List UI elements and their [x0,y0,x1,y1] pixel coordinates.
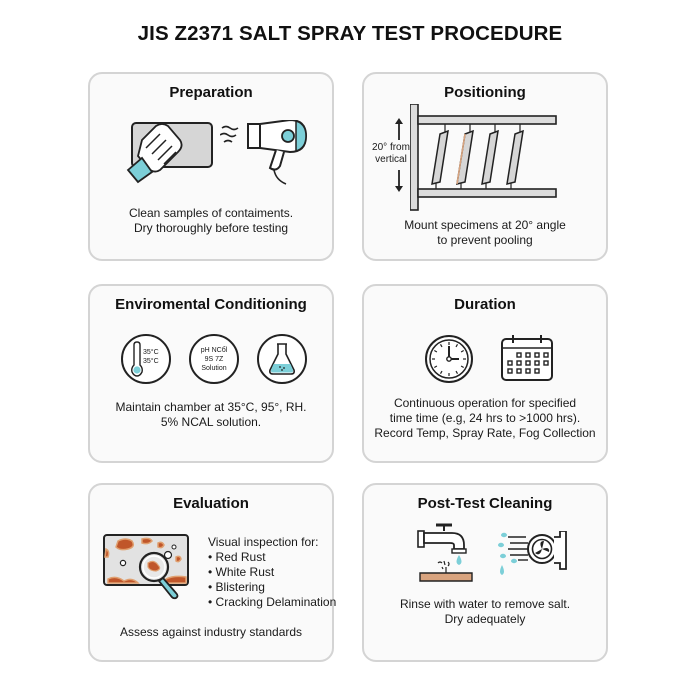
card-heading: Preparation [169,84,253,101]
card-description-line: Dry adequately [444,612,526,626]
angle-label: 20° from vertical [372,142,410,165]
card-positioning: Positioning 20° from vertical Mount spec… [362,72,608,261]
thermo-reading: 35°C [143,358,159,365]
card-description-line: Dry thoroughly before testing [133,221,289,235]
inspection-item: • Red Rust [208,550,266,564]
inspection-item: • Blistering [208,580,265,594]
inspection-item: • Cracking Delamination [208,595,337,609]
card-description-line: time time (e.g, 24 hrs to >1000 hrs). [389,411,581,425]
calendar-icon [501,335,553,381]
card-heading: Post-Test Cleaning [417,495,553,512]
card-description-line: to prevent pooling [437,233,533,247]
rusted-panel-magnifier-icon [103,534,189,600]
card-evaluation: Evaluation Visual inspection for: • Red … [88,483,336,662]
card-heading: Enviromental Conditioning [115,296,307,313]
inspection-list-title: Visual inspection for: [208,535,319,549]
inspection-list: Visual inspection for: • Red Rust • Whit… [208,535,336,610]
ph-label: pH NCбl [200,347,228,354]
card-heading: Duration [454,296,516,313]
card-description-line: Record Temp, Spray Rate, Fog Collection [374,426,596,440]
card-description-line: Rinse with water to remove salt. [399,597,571,611]
ph-solution-icon: pH NCбl 9S 7Z Solution [189,334,239,384]
card-heading: Evaluation [173,495,249,512]
card-heading: Positioning [444,84,526,101]
thermo-reading: 35°C [143,349,159,356]
card-preparation: Preparation Clean samples of contaiments… [88,72,334,261]
arrow-down-icon [395,170,403,192]
ph-solution-label: Solution [201,365,227,372]
card-post-test-cleaning: Post-Test Cleaning Rinse with water to r… [362,483,608,662]
card-duration: Duration Continuous operation for specif… [362,284,608,463]
ph-value: 9S 7Z [204,356,224,363]
card-description-line: Clean samples of contaiments. [128,206,294,220]
blower-fan-icon [498,531,567,575]
card-description-line: Maintain chamber at 35°C, 95°, RH. [115,400,307,414]
card-description-line: 5% NCAL solution. [160,415,262,429]
card-description-line: Continuous operation for specified [393,396,577,410]
thermometer-icon: 35°C 35°C [121,334,171,384]
arrow-up-icon [395,118,403,140]
page-title: JIS Z2371 SALT SPRAY TEST PROCEDURE [137,22,563,45]
specimen-rack-icon [410,104,557,211]
flask-icon [257,334,307,384]
faucet-icon [417,523,473,582]
card-description-line: Mount specimens at 20° angle [404,218,566,232]
inspection-item: • White Rust [208,565,275,579]
card-description-line: Assess against industry standards [119,625,303,639]
hair-dryer-icon [220,120,308,185]
card-environmental-conditioning: Enviromental Conditioning 35°C 35°C pH N… [88,284,334,463]
hand-wiping-icon [126,122,213,184]
clock-icon [425,335,473,383]
